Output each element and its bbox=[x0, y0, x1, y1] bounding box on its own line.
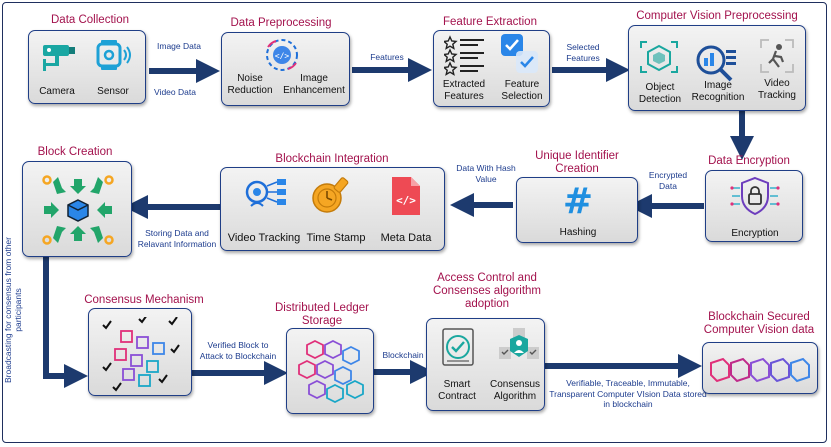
data-collection-box: Camera Sensor bbox=[28, 30, 146, 104]
secured-box bbox=[702, 342, 818, 394]
gear-code-icon: </> bbox=[266, 39, 298, 71]
consensus-mechanism-box bbox=[88, 308, 192, 396]
feature-selection-icon bbox=[501, 34, 538, 73]
access-control-box: Smart Contract Consensus Algorithm bbox=[426, 318, 545, 411]
diagram-frame bbox=[2, 2, 827, 443]
blockchain-integration-box: </> Video Tracking Time Stamp Meta Data bbox=[220, 167, 445, 251]
camera-label: Camera bbox=[39, 86, 75, 97]
smart-contract-icon bbox=[442, 328, 474, 366]
encryption-label: Encryption bbox=[731, 228, 779, 239]
noise-reduction-label: Noise Reduction bbox=[227, 73, 273, 96]
meta-data-icon: </> bbox=[392, 177, 420, 215]
cv-preprocessing-box: Object Detection Image Recognition Video… bbox=[628, 25, 806, 111]
ledger-title: Distributed Ledger Storage bbox=[275, 302, 369, 327]
blockchain-edge-label: Blockchain bbox=[382, 350, 424, 360]
consensus-algorithm-label: Consensus Algorithm bbox=[489, 379, 541, 402]
block-cube-icon bbox=[42, 175, 114, 245]
video-data-label: Video Data bbox=[154, 87, 196, 97]
time-stamp-icon bbox=[312, 177, 349, 213]
data-encryption-box: Encryption bbox=[705, 170, 803, 242]
feature-extraction-title: Feature Extraction bbox=[443, 16, 537, 28]
image-data-label: Image Data bbox=[157, 41, 201, 51]
ledger-box bbox=[286, 328, 374, 414]
ledger-blocks-icon bbox=[298, 339, 364, 404]
access-control-title: Access Control and Consenses algorithm a… bbox=[432, 272, 542, 310]
verified-block-label: Verified Block to Attack to Blockchain bbox=[199, 340, 277, 361]
blockchain-chain-icon bbox=[710, 357, 810, 383]
sensor-icon bbox=[96, 40, 131, 70]
object-detection-label: Object Detection bbox=[638, 82, 682, 105]
feature-extraction-box: Extracted Features Feature Selection bbox=[433, 30, 550, 107]
hashing-label: Hashing bbox=[559, 227, 597, 238]
data-preprocessing-title: Data Preprocessing bbox=[230, 17, 332, 29]
video-tracking-integration-label: Video Tracking bbox=[227, 232, 301, 244]
broadcasting-label: Broadcasting for consensus from other pa… bbox=[3, 237, 23, 383]
unique-identifier-title: Unique Identifier Creation bbox=[535, 150, 619, 175]
image-recognition-icon bbox=[696, 45, 736, 82]
encryption-lock-icon bbox=[730, 176, 780, 216]
encrypted-data-label: Encrypted Data bbox=[648, 170, 688, 191]
features-label: Features bbox=[370, 52, 404, 62]
arrow-block-to-consensus bbox=[43, 257, 88, 388]
storing-data-label: Storing Data and Relavant Information bbox=[137, 228, 217, 249]
video-tracking-network-icon bbox=[245, 179, 286, 207]
image-recognition-label: Image Recognition bbox=[691, 80, 745, 103]
consensus-blocks-icon bbox=[102, 317, 180, 392]
block-creation-box bbox=[22, 161, 132, 257]
hash-icon: # bbox=[562, 181, 594, 222]
video-tracking-label: Video Tracking bbox=[758, 78, 796, 101]
data-preprocessing-box: </> Noise Reduction Image Enhancement bbox=[221, 32, 350, 106]
final-note-label: Verifiable, Traceable, Immutable, Transp… bbox=[549, 378, 707, 409]
image-enhancement-label: Image Enhancement bbox=[283, 73, 345, 96]
data-with-hash-label: Data With Hash Value bbox=[456, 163, 516, 184]
data-collection-title: Data Collection bbox=[51, 14, 129, 26]
object-detection-icon bbox=[640, 41, 678, 73]
svg-text:</>: </> bbox=[275, 52, 290, 61]
svg-text:</>: </> bbox=[396, 194, 416, 207]
video-tracking-icon bbox=[760, 39, 794, 73]
secured-title: Blockchain Secured Computer Vision data bbox=[703, 311, 815, 336]
time-stamp-label: Time Stamp bbox=[306, 232, 366, 244]
block-creation-title: Block Creation bbox=[37, 146, 113, 158]
cv-preprocessing-title: Computer Vision Preprocessing bbox=[636, 10, 798, 22]
smart-contract-label: Smart Contract bbox=[438, 379, 476, 402]
data-encryption-title: Data Encryption bbox=[708, 155, 790, 167]
extracted-features-label: Extracted Features bbox=[442, 79, 486, 102]
consensus-algorithm-icon bbox=[499, 328, 539, 359]
camera-icon bbox=[43, 45, 75, 71]
selected-features-label: Selected Features bbox=[566, 42, 600, 63]
feature-selection-label: Feature Selection bbox=[501, 79, 543, 102]
consensus-mechanism-title: Consensus Mechanism bbox=[84, 294, 204, 306]
sensor-label: Sensor bbox=[97, 86, 129, 97]
extracted-features-icon bbox=[444, 35, 484, 76]
blockchain-integration-title: Blockchain Integration bbox=[275, 153, 389, 165]
meta-data-label: Meta Data bbox=[380, 232, 432, 244]
unique-identifier-box: # Hashing bbox=[516, 177, 638, 243]
